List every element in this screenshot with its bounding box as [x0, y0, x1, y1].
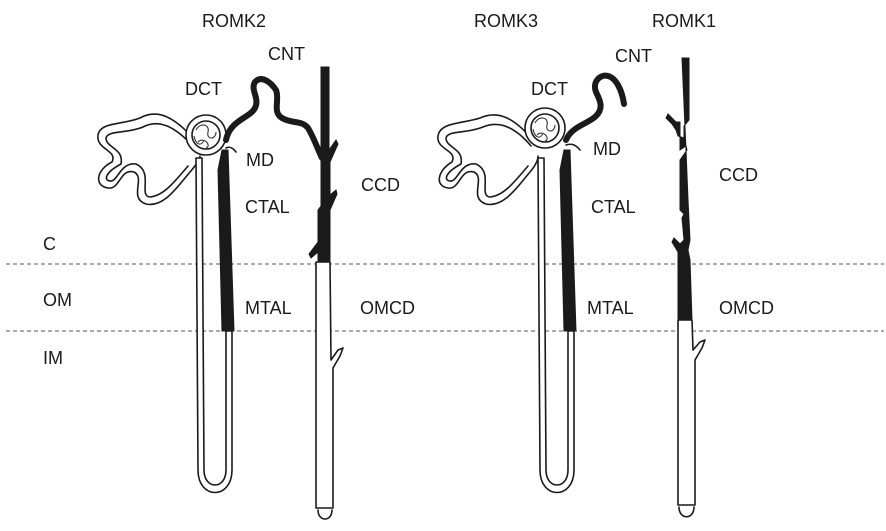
nephron-left: ROMK2 DCT CNT MD CTAL MTAL CCD OMCD: [98, 11, 415, 519]
left-title: ROMK2: [202, 11, 266, 31]
right-label-ctal: CTAL: [591, 197, 636, 217]
left-cortical-collecting-duct: [309, 67, 338, 262]
left-thick-ascending-limb: [218, 150, 234, 331]
right-title: ROMK3: [474, 11, 538, 31]
nephron-right: ROMK3 DCT CNT MD CTAL MTAL CCD OMCD: [438, 11, 774, 493]
left-duct-end: [318, 510, 332, 519]
right-label-md: MD: [593, 139, 621, 159]
right-distal-convoluted-tubule: [566, 76, 624, 140]
right-label-cnt: CNT: [615, 46, 652, 66]
right-md-pointer: [566, 144, 580, 150]
left-label-mtal: MTAL: [245, 298, 292, 318]
right-duct-end: [679, 507, 694, 517]
right-thick-ascending-limb: [560, 150, 576, 331]
zone-label-inner-medulla: IM: [43, 348, 63, 368]
left-proximal-convoluted-tubule: [98, 114, 200, 204]
right-label-ccd: CCD: [719, 165, 758, 185]
left-label-dct: DCT: [185, 79, 222, 99]
right-outer-medullary-collecting-duct: [678, 320, 705, 505]
left-label-ccd: CCD: [361, 175, 400, 195]
left-proximal-convoluted-tubule-inner: [106, 124, 193, 197]
right-label-omcd: OMCD: [719, 298, 774, 318]
left-label-cnt: CNT: [268, 44, 305, 64]
right-label-dct: DCT: [531, 79, 568, 99]
right-label-mtal: MTAL: [587, 298, 634, 318]
right-proximal-convoluted-tubule: [438, 115, 538, 205]
left-label-ctal: CTAL: [245, 197, 290, 217]
left-label-omcd: OMCD: [360, 298, 415, 318]
zone-label-outer-medulla: OM: [43, 290, 72, 310]
left-distal-convoluted-tubule: [226, 79, 322, 158]
zone-label-cortex: C: [43, 234, 56, 254]
left-outer-medullary-collecting-duct: [316, 262, 343, 508]
left-label-md: MD: [246, 150, 274, 170]
duct-right-title: ROMK1: [652, 11, 716, 31]
right-cortical-collecting-duct: [666, 58, 692, 320]
